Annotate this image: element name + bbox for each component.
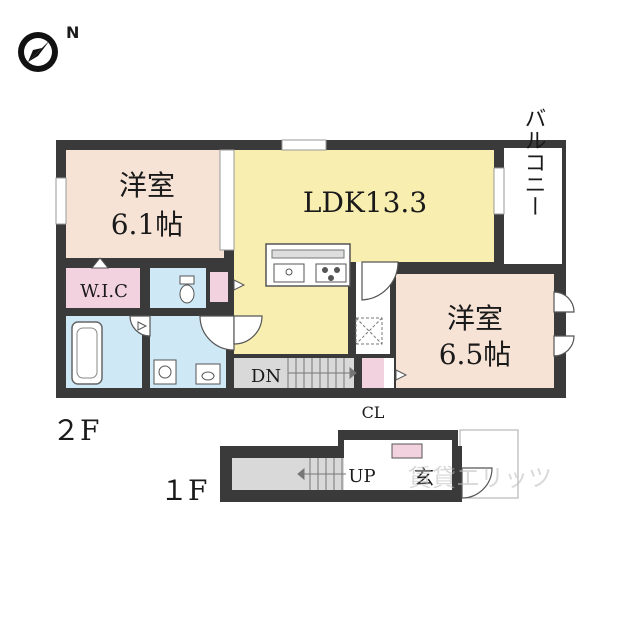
western-room-b-name: 洋室 [447, 302, 503, 335]
washbasin-icon [195, 363, 221, 385]
entrance-label: 玄 [414, 465, 434, 489]
compass-north-icon [18, 32, 58, 72]
western-room-a-name: 洋室 [119, 169, 175, 202]
toilet-icon [179, 275, 195, 304]
washing-machine-icon [153, 359, 177, 385]
fridge-space-icon [355, 317, 383, 345]
kitchen-counter [265, 243, 351, 287]
direction-markers [90, 257, 408, 381]
first-floor [220, 429, 519, 502]
wic-label: W.I.C [80, 281, 128, 302]
windows [55, 139, 505, 251]
western-room-b-size: 6.5帖 [439, 338, 512, 371]
balcony-label: バルコニー [521, 107, 546, 217]
hall-bottom [384, 358, 394, 388]
stairs-up-label: UP [348, 466, 375, 487]
balcony [504, 148, 562, 264]
stairs-down-steps [287, 358, 357, 388]
watermark-text: 賃貸エリッツ [408, 464, 552, 492]
ldk-label: LDK13.3 [303, 186, 427, 219]
floor-label-2f: ２F [52, 414, 99, 447]
floor-label-1f: １F [160, 474, 207, 507]
stairs-down-label: DN [251, 366, 281, 387]
storage-small [210, 272, 228, 302]
north-label: N [66, 23, 79, 42]
door-swings [129, 261, 575, 357]
bathtub-icon [71, 321, 103, 385]
room-wic [66, 268, 140, 308]
room-toilet [150, 268, 206, 308]
closet-label: CL [362, 403, 385, 422]
room-western-b [396, 274, 554, 388]
closet-cl [362, 358, 384, 388]
western-room-a-size: 6.1帖 [111, 208, 184, 241]
room-western-a [66, 150, 224, 258]
